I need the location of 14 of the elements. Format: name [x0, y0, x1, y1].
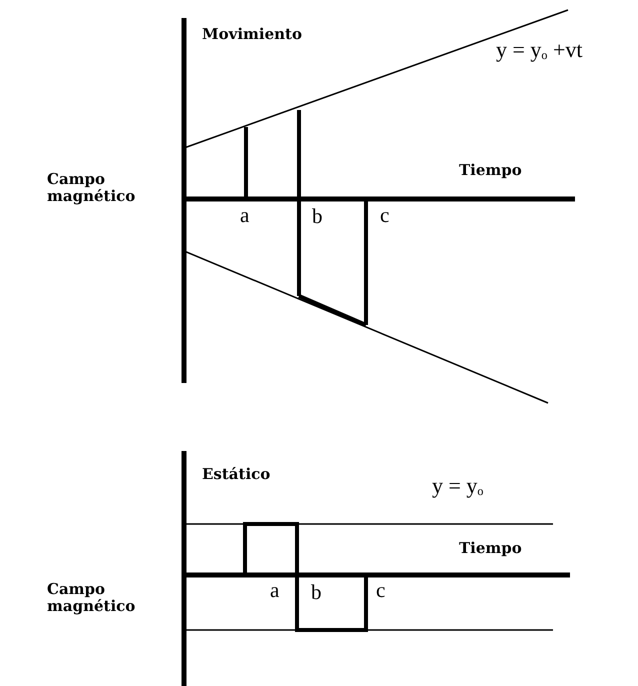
point-label: a [240, 203, 250, 228]
point-label: b [311, 580, 322, 604]
axis-label: Campo magnético [47, 171, 136, 206]
point-label: c [376, 578, 386, 602]
axis-label: Campo magnético [47, 581, 136, 616]
point-label: c [380, 203, 390, 228]
graph-title: Movimiento [202, 26, 302, 44]
equation: y = y$_{o}$ [432, 473, 484, 499]
point-label: a [270, 578, 280, 602]
point-label: b [312, 204, 322, 228]
axis-label: Tiempo [459, 540, 522, 558]
axis-label: Tiempo [459, 162, 522, 180]
equation: y = y$_{o}$ +vt [496, 37, 582, 63]
graph-title: Estático [202, 466, 270, 484]
